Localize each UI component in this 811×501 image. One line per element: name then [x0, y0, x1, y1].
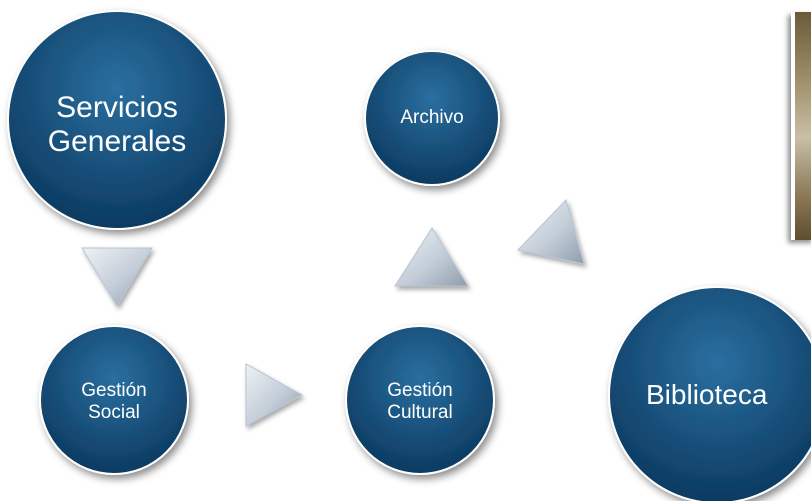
arrow-down-triangle: [81, 247, 153, 307]
arrow-diagonal-triangle: [517, 199, 585, 265]
arrow-right-triangle: [245, 363, 304, 427]
node-servicios-generales: [7, 10, 227, 230]
node-biblioteca: [608, 286, 811, 501]
node-gestion-social: [39, 325, 189, 475]
arrow-up-triangle: [394, 227, 469, 287]
photo-thumbnail: [791, 12, 811, 240]
node-gestion-cultural: [345, 325, 495, 475]
node-archivo: [364, 50, 500, 186]
